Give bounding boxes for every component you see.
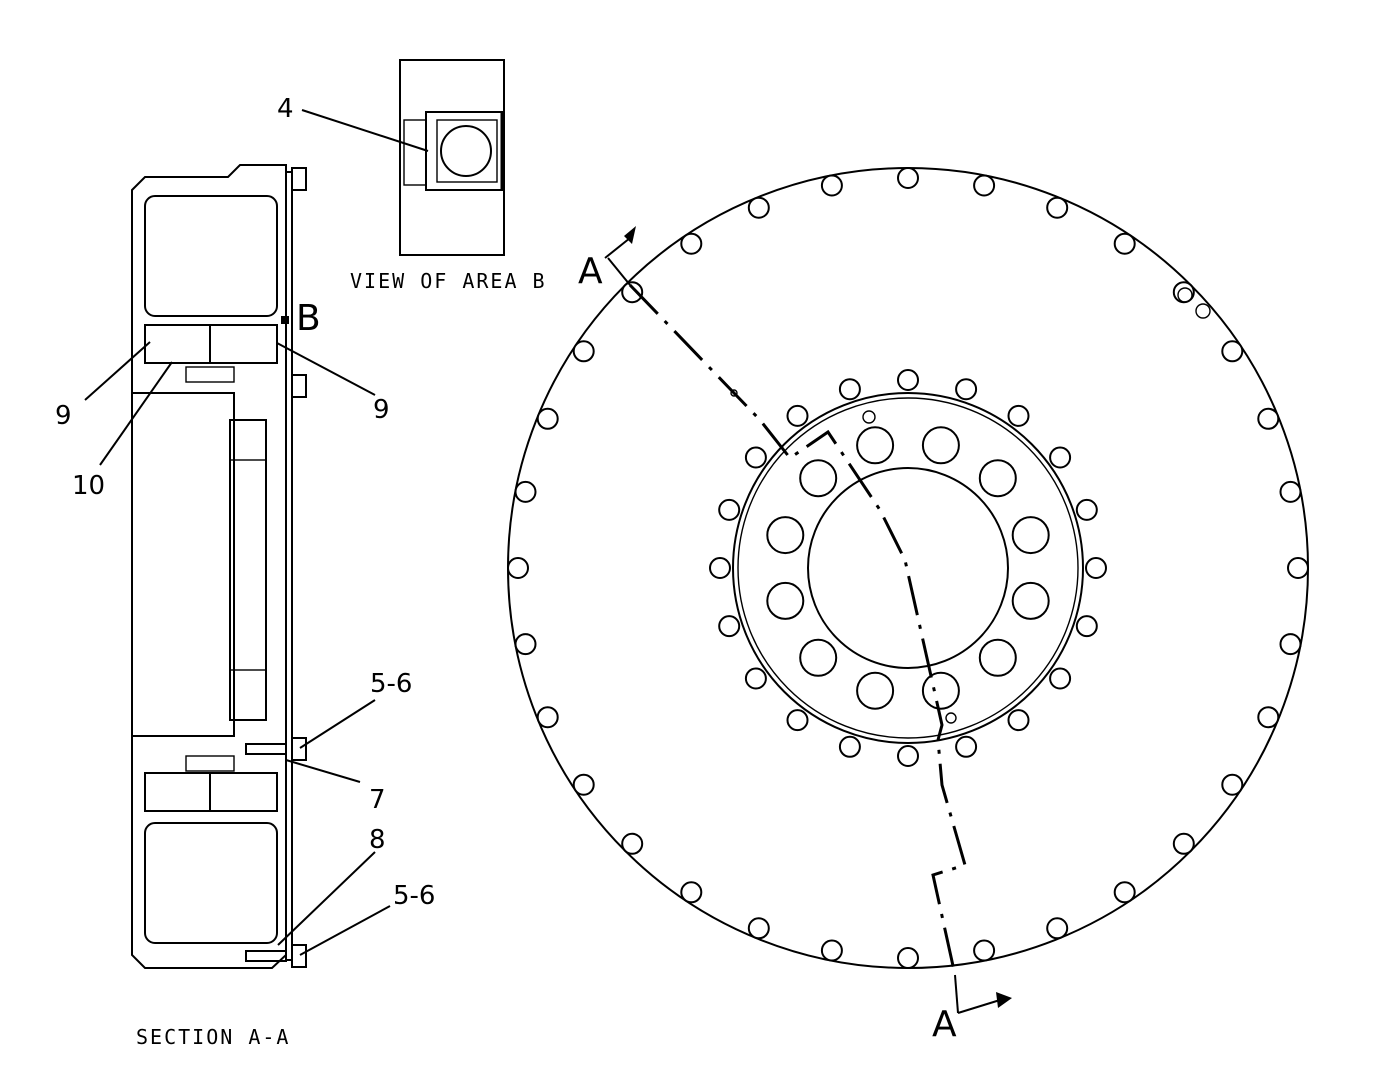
outer-bolt-hole — [572, 773, 595, 796]
section-mark-a-bottom: A — [932, 1004, 957, 1045]
callout-9-left: 9 — [55, 401, 72, 431]
hub-bolt-hole — [1049, 667, 1072, 690]
hub-bolt-hole — [709, 557, 731, 579]
hub-bolt-holes — [709, 369, 1107, 767]
hub-outer — [732, 392, 1084, 744]
hub-bolt-hole — [1075, 615, 1098, 638]
bolt-icon — [291, 167, 307, 191]
section-mark-a-top: A — [578, 251, 603, 292]
outer-bolt-hole — [680, 881, 703, 904]
caption-view-area-b: VIEW OF AREA B — [350, 269, 547, 293]
bolt-icon — [291, 374, 307, 398]
hub-bolt-hole — [744, 446, 767, 469]
outer-bolt-hole — [897, 167, 919, 189]
section-a-a-view: B 9 9 10 5-6 7 8 5-6 SECTION A-A — [55, 164, 435, 1049]
outer-bolt-hole — [1046, 196, 1069, 219]
hub-bolt-hole — [838, 735, 861, 758]
hub-bolt-hole — [1007, 404, 1030, 427]
outer-bolt-hole — [1046, 917, 1069, 940]
outer-bolt-hole — [747, 196, 770, 219]
outer-bolt-hole — [1287, 557, 1309, 579]
leader-line-4 — [301, 109, 429, 152]
bolt-icon — [291, 737, 307, 761]
callout-10: 10 — [72, 471, 105, 501]
caption-section-a-a: SECTION A-A — [136, 1025, 290, 1049]
housing-section — [131, 164, 287, 969]
inner-hole — [1011, 516, 1050, 555]
inner-hole — [978, 638, 1017, 677]
inner-hole — [799, 638, 838, 677]
inner-hole — [856, 671, 895, 710]
callout-4: 4 — [277, 94, 294, 124]
outer-bolt-hole — [514, 480, 537, 503]
callout-7: 7 — [369, 785, 386, 815]
hub-bolt-hole — [838, 378, 861, 401]
hub-bolt-hole — [786, 404, 809, 427]
outer-bolt-hole — [973, 939, 996, 962]
outer-bolt-hole — [1221, 340, 1244, 363]
center-bore — [131, 392, 235, 737]
inner-hole — [978, 459, 1017, 498]
outer-bolt-hole — [514, 633, 537, 656]
outer-bolt-hole — [1113, 232, 1136, 255]
inner-hole — [1011, 581, 1050, 620]
outer-bolt-hole — [621, 832, 644, 855]
hub-bolt-hole — [897, 369, 919, 391]
hub-bolt-hole — [718, 615, 741, 638]
hub-bolt-hole — [1075, 498, 1098, 521]
inner-hole — [856, 426, 895, 465]
outer-bolt-hole — [1257, 407, 1280, 430]
outer-bolt-hole — [572, 340, 595, 363]
outer-bolt-hole — [621, 281, 644, 304]
area-b-marker: B — [296, 298, 321, 339]
detail-view-area-b: 4 VIEW OF AREA B — [277, 59, 547, 293]
outer-bolt-hole — [1257, 706, 1280, 729]
hub-bolt-hole — [955, 735, 978, 758]
front-view: A A — [507, 167, 1309, 1045]
hub-bolt-hole — [897, 745, 919, 767]
outer-bolt-hole — [897, 947, 919, 969]
bolt-icon — [291, 944, 307, 968]
center-bore-front — [807, 467, 1009, 669]
hub-bolt-hole — [1049, 446, 1072, 469]
section-cut-line — [628, 283, 967, 976]
outer-bolt-hole — [820, 174, 843, 197]
outer-bolt-hole — [536, 407, 559, 430]
outer-bolt-hole — [1279, 480, 1302, 503]
outer-bolt-hole — [820, 939, 843, 962]
hub-bolt-hole — [786, 709, 809, 732]
callout-9-right: 9 — [373, 395, 390, 425]
inner-hole — [921, 671, 960, 710]
outer-bolt-holes — [507, 167, 1309, 969]
hub-bolt-hole — [1085, 557, 1107, 579]
inner-hole — [799, 459, 838, 498]
hub-bolt-hole — [1007, 709, 1030, 732]
outer-bolt-hole — [1172, 832, 1195, 855]
inner-holes — [766, 426, 1050, 710]
hub-bolt-hole — [744, 667, 767, 690]
callout-5-6-upper: 5-6 — [370, 669, 412, 699]
outer-bolt-hole — [680, 232, 703, 255]
outer-bolt-hole — [973, 174, 996, 197]
outer-bolt-hole — [536, 706, 559, 729]
hub-bolt-hole — [718, 498, 741, 521]
callout-8: 8 — [369, 825, 386, 855]
outer-bolt-hole — [1279, 633, 1302, 656]
inner-hole — [766, 581, 805, 620]
inner-hole — [766, 516, 805, 555]
callout-5-6-lower: 5-6 — [393, 881, 435, 911]
outer-bolt-hole — [507, 557, 529, 579]
inner-hole — [921, 426, 960, 465]
outer-bolt-hole — [1221, 773, 1244, 796]
hub-bolt-hole — [955, 378, 978, 401]
outer-bolt-hole — [747, 917, 770, 940]
outer-bolt-hole — [1113, 881, 1136, 904]
